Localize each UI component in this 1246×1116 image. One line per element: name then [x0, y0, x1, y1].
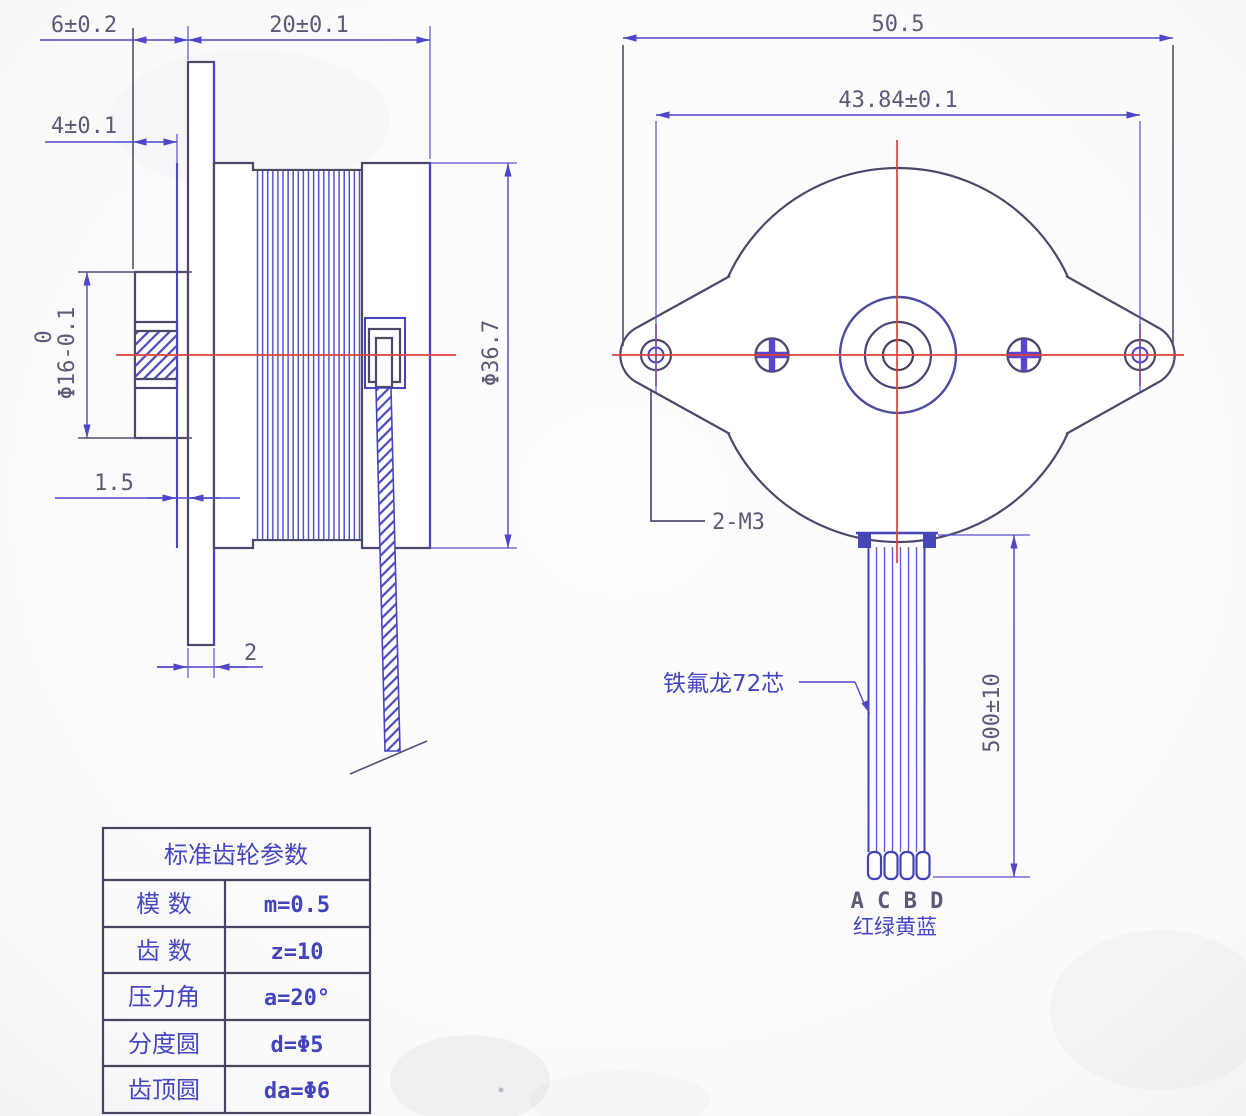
dim-overall-width-text: 50.5: [872, 12, 925, 37]
gear-parameter-table: 标准齿轮参数 模 数 m=0.5 齿 数 z=10 压力角 a=20° 分度圆 …: [101, 826, 372, 1115]
dim-body-length-text: 20±0.1: [269, 13, 348, 38]
dim-gear-width: 4±0.1: [45, 114, 178, 270]
dim-hole-spacing-text: 43.84±0.1: [838, 88, 957, 113]
front-view-dimensions: 50.5 43.84±0.1 2-M3 铁氟龙72芯 500±10: [622, 12, 1174, 939]
cable-spec-label: 铁氟龙72芯: [663, 671, 784, 697]
table-row-value-0: m=0.5: [264, 893, 330, 918]
table-row-label-2: 压力角: [128, 983, 200, 1011]
terminal-connector: [363, 316, 407, 390]
boss-dia-tol-text: 0: [32, 330, 57, 343]
dim-shaft-overhang: 6±0.2: [40, 13, 189, 269]
paper-smudges: [110, 50, 1246, 1116]
dim-shaft-overhang-text: 6±0.2: [51, 13, 117, 38]
cable-spec-callout: 铁氟龙72芯: [663, 671, 870, 714]
screw-spec-callout: 2-M3: [650, 389, 765, 535]
dim-flange-gap-text: 1.5: [94, 471, 134, 496]
table-row-value-3: d=Φ5: [271, 1033, 324, 1058]
wire-phase-labels: A C B D: [851, 889, 944, 914]
dim-body-diameter: Φ36.7: [431, 162, 517, 549]
dim-boss-diameter: 0 Φ16-0.1: [32, 271, 192, 439]
dim-flange-gap: 1.5: [55, 471, 240, 502]
table-row-label-3: 分度圆: [128, 1030, 200, 1058]
table-row-label-0: 模 数: [136, 890, 192, 918]
dim-body-length: 20±0.1: [188, 13, 431, 159]
body-dia-text: Φ36.7: [479, 320, 504, 386]
table-row-value-2: a=20°: [264, 986, 330, 1011]
table-row-value-1: z=10: [271, 940, 324, 965]
wire-bundle: [867, 547, 926, 852]
dim-overall-width: 50.5: [622, 12, 1174, 346]
dim-lead-length: 500±10: [933, 534, 1030, 878]
dim-flange-thickness: 2: [157, 641, 263, 678]
lead-cable: [349, 387, 428, 775]
wire-terminals: [866, 850, 931, 881]
front-view: [612, 140, 1184, 881]
table-row-value-4: da=Φ6: [264, 1079, 330, 1104]
mounting-flange: [186, 60, 216, 647]
table-row-label-4: 齿顶圆: [128, 1076, 200, 1104]
table-title: 标准齿轮参数: [164, 841, 308, 869]
dim-hole-spacing: 43.84±0.1: [655, 88, 1141, 392]
dim-gear-width-text: 4±0.1: [51, 114, 117, 139]
table-row-label-1: 齿 数: [136, 937, 192, 965]
wire-color-labels: 红绿黄蓝: [853, 915, 937, 939]
screw-spec-label: 2-M3: [712, 510, 765, 535]
boss-dia-text: Φ16-0.1: [55, 307, 80, 400]
side-view-dimensions: 6±0.2 20±0.1 4±0.1 0 Φ16-0.1 1.5: [32, 13, 517, 678]
dim-flange-thickness-text: 2: [244, 641, 257, 666]
cable-break-line: [349, 740, 428, 775]
dim-lead-length-text: 500±10: [980, 673, 1005, 752]
